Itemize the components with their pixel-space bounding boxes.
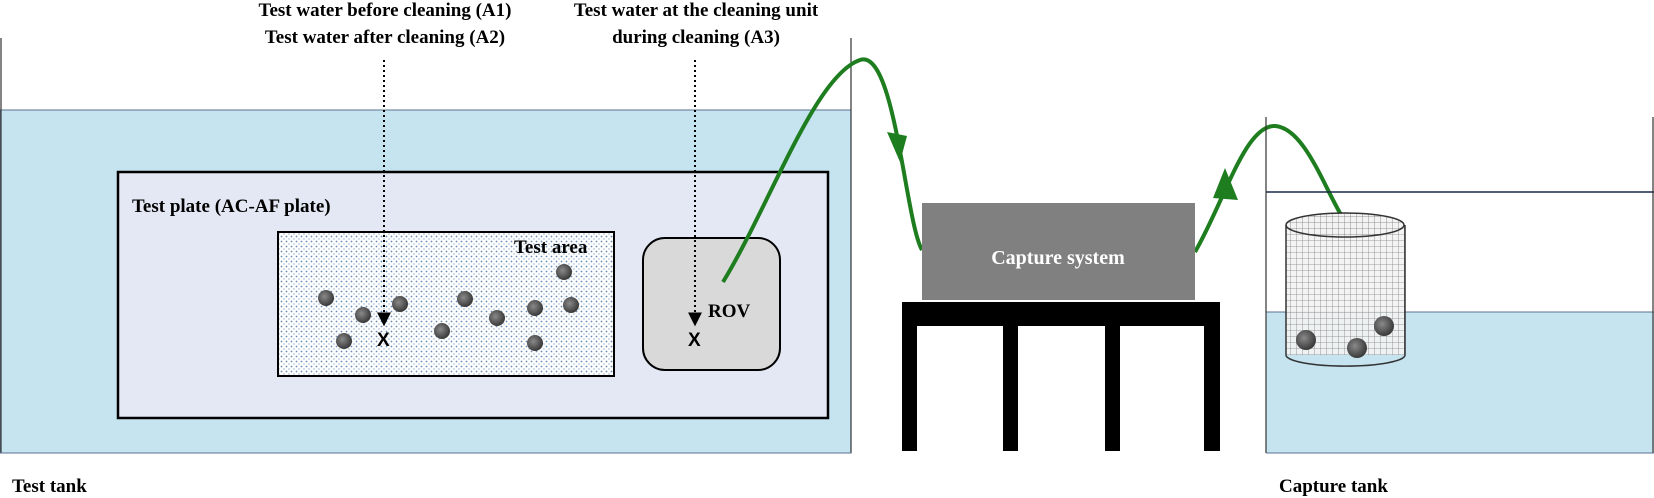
debris-particle-icon: [392, 296, 408, 312]
support-stand: [902, 302, 1220, 451]
test-area-label: Test area: [514, 237, 588, 258]
probe-label-a2: Test water after cleaning (A2): [265, 27, 505, 48]
mesh-basket-bottom: [1285, 354, 1406, 367]
capture-system-box: [922, 203, 1195, 300]
test-tank: Test plate (AC-AF plate) Test area ROV: [0, 38, 852, 454]
capture-station: Capture system: [902, 203, 1220, 451]
capture-tank: [1265, 117, 1654, 454]
stand-leg: [1003, 302, 1018, 451]
test-plate-label: Test plate (AC-AF plate): [132, 196, 331, 217]
debris-particle-icon: [336, 333, 352, 349]
debris-particles: [318, 264, 579, 351]
probe-label-a1: Test water before cleaning (A1): [259, 0, 512, 21]
probe-label-a3-line1: Test water at the cleaning unit: [574, 0, 819, 21]
green-flow-arrow-icon: [1193, 123, 1345, 253]
stand-leg: [902, 302, 917, 451]
green-flow-arrowhead-icon: [1213, 168, 1238, 200]
rov-body: [642, 237, 781, 371]
sample-mark-a3: X: [688, 330, 701, 351]
debris-particle-icon: [1374, 316, 1394, 336]
debris-particle-icon: [556, 264, 572, 280]
capture-system-label: Capture system: [991, 247, 1125, 269]
sample-mark-a1a2: X: [377, 330, 390, 351]
probe-label-a3-line2: during cleaning (A3): [612, 27, 780, 48]
debris-particle-icon: [489, 310, 505, 326]
test-area: [277, 231, 615, 377]
debris-particle-icon: [434, 323, 450, 339]
debris-particle-icon: [527, 335, 543, 351]
mesh-basket-top: [1285, 212, 1405, 238]
rov-label: ROV: [708, 301, 751, 322]
debris-particle-icon: [457, 291, 473, 307]
stand-top: [902, 302, 1220, 326]
stand-leg: [1105, 302, 1120, 451]
test-tank-label: Test tank: [12, 476, 87, 497]
debris-particle-icon: [1347, 338, 1367, 358]
debris-particle-icon: [318, 290, 334, 306]
debris-particle-icon: [563, 297, 579, 313]
green-flow-arrowhead-icon: [887, 132, 907, 162]
stand-leg: [1204, 302, 1220, 451]
capture-tank-label: Capture tank: [1279, 476, 1388, 497]
mesh-basket-icon: [1285, 212, 1406, 367]
debris-particle-icon: [1296, 330, 1316, 350]
debris-particle-icon: [527, 300, 543, 316]
sampling-probes: X X Test water before cleaning (A1) Test…: [259, 0, 819, 351]
debris-particle-icon: [355, 307, 371, 323]
green-flow-arrow-icon: [721, 57, 924, 284]
flow-lines: [721, 57, 1345, 284]
